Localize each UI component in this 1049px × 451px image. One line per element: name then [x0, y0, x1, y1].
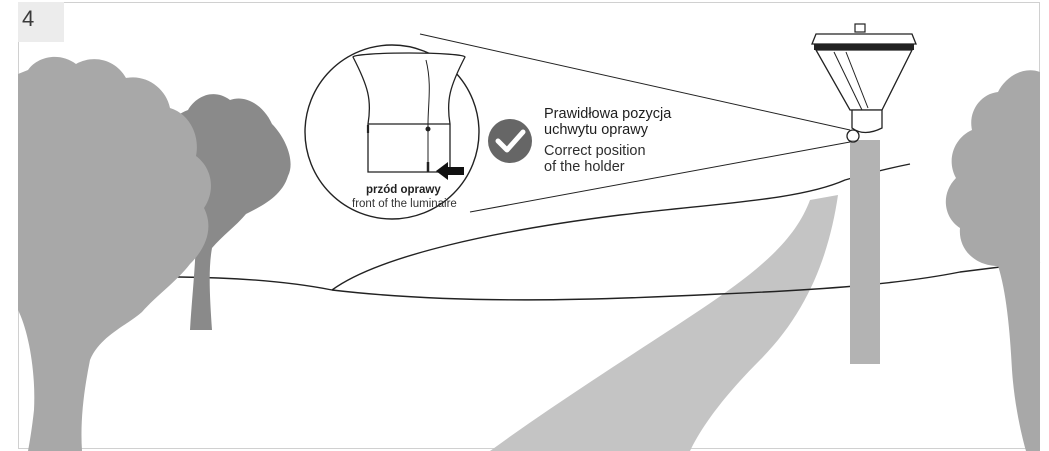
- front-label-en: front of the luminaire: [352, 198, 457, 210]
- holder-marker: [846, 129, 860, 143]
- tree-left: [18, 56, 211, 451]
- zoom-line-bottom: [469, 141, 851, 213]
- callout-title-pl-line1: Prawidłowa pozycja: [544, 106, 672, 122]
- lamp-pole: [850, 140, 880, 364]
- arrow-left-icon: [436, 162, 464, 180]
- road: [490, 195, 838, 451]
- callout-title-en-line2: of the holder: [544, 159, 625, 175]
- step-badge: [18, 2, 64, 42]
- step-number: 4: [22, 6, 35, 31]
- tree-dark: [165, 94, 291, 331]
- holder-detail: [352, 52, 466, 180]
- horizon-line: [17, 261, 1041, 301]
- luminaire: [811, 23, 917, 143]
- front-label-pl: przód oprawy: [366, 184, 441, 196]
- callout-title-en-line1: Correct position: [544, 143, 646, 159]
- zoom-line-top: [419, 33, 851, 131]
- tree-right: [945, 70, 1040, 451]
- check-circle-icon: [488, 119, 532, 163]
- callout-title-pl-line2: uchwytu oprawy: [544, 122, 648, 138]
